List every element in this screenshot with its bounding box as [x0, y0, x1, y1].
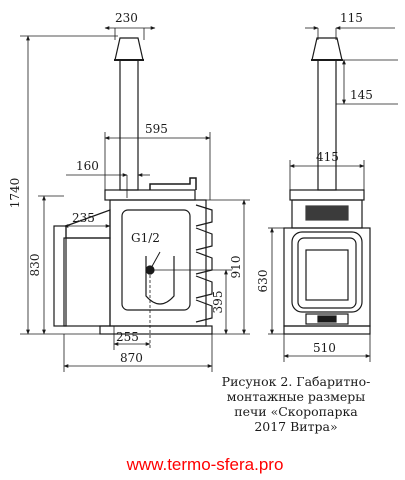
connection-label: G1/2 — [131, 231, 160, 245]
side-chimney-pipe — [119, 59, 139, 191]
dim-1740: 1740 — [8, 178, 22, 209]
website-link[interactable]: www.termo-sfera.pro — [126, 455, 284, 474]
dim-595: 595 — [145, 122, 168, 136]
caption-line-2: монтажные размеры — [227, 389, 365, 404]
front-view-labels: 115 145 415 630 510 — [256, 11, 373, 355]
dim-630: 630 — [256, 270, 270, 293]
dim-870: 870 — [120, 351, 143, 365]
dim-160: 160 — [76, 159, 99, 173]
caption-line-1: Рисунок 2. Габаритно- — [222, 374, 371, 389]
ash-drawer — [305, 313, 349, 325]
front-door-glass — [305, 249, 349, 301]
dim-230: 230 — [115, 11, 138, 25]
front-chimney-pipe — [317, 59, 337, 191]
dim-395: 395 — [211, 291, 225, 314]
front-view-dimensions — [268, 26, 398, 362]
dim-910: 910 — [229, 256, 243, 279]
side-stove-body — [109, 199, 207, 327]
front-chimney-cap — [311, 37, 343, 61]
side-view-labels: 230 1740 595 160 235 830 G1/2 910 395 25… — [8, 11, 243, 365]
side-view — [53, 37, 213, 335]
dim-235: 235 — [72, 211, 95, 225]
caption-line-4: 2017 Витра» — [254, 419, 337, 434]
side-fire-tunnel — [63, 237, 111, 327]
dim-415: 415 — [316, 150, 339, 164]
front-view — [283, 37, 371, 335]
figure-caption: Рисунок 2. Габаритно- монтажные размеры … — [222, 374, 371, 434]
dim-255: 255 — [116, 330, 139, 344]
dim-115: 115 — [340, 11, 363, 25]
dim-510: 510 — [313, 341, 336, 355]
dim-145: 145 — [350, 88, 373, 102]
side-chimney-cap — [114, 37, 144, 61]
caption-line-3: печи «Скоропарка — [234, 404, 358, 419]
dim-830: 830 — [28, 254, 42, 277]
side-view-dimensions — [20, 26, 250, 372]
